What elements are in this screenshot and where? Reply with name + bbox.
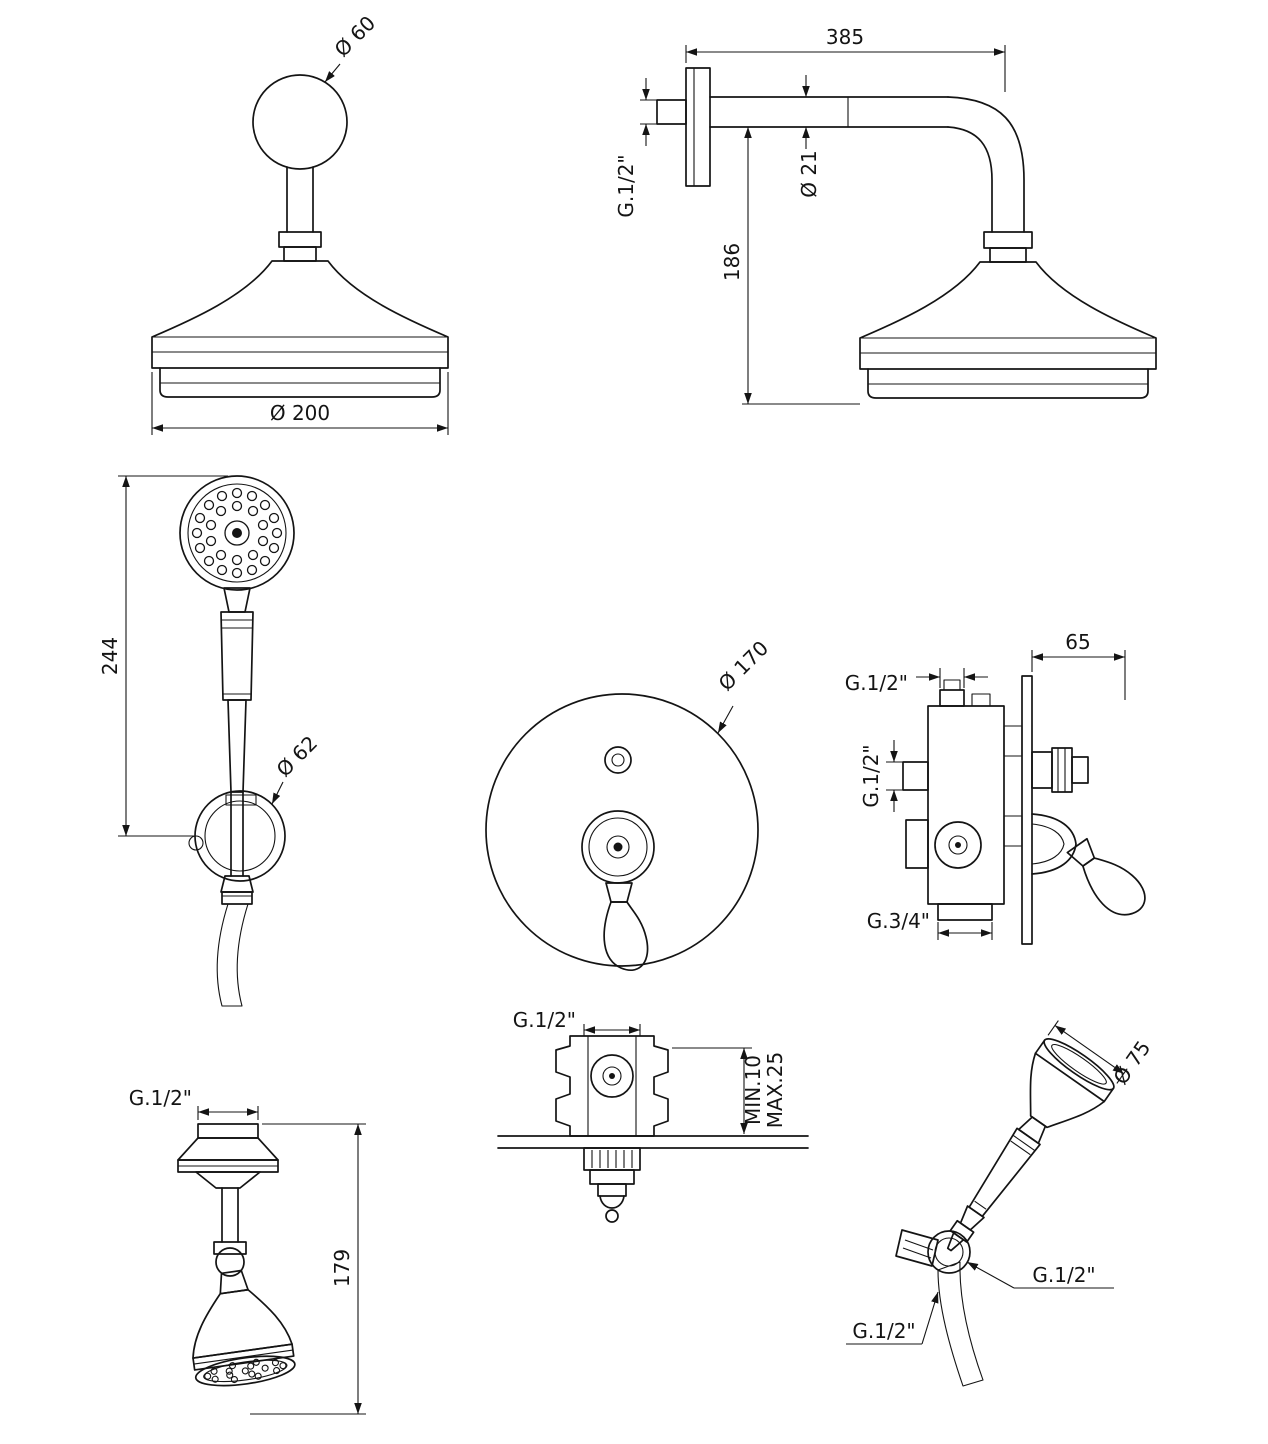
dim-label-wall-shower-thread: G.1/2": [129, 1086, 192, 1110]
view-stop-valve: G.1/2" MIN.10 MAX.25: [497, 1008, 809, 1223]
view-wall-shower: G.1/2" 179: [129, 1086, 366, 1415]
dim-label-flange-diameter: Ø 60: [330, 11, 381, 62]
dim-label-holder-thread-bracket: G.1/2": [1032, 1263, 1095, 1287]
wall-shower-nozzle-pattern: [204, 1358, 287, 1384]
view-mixer-front: Ø 170: [485, 636, 774, 971]
view-mixer-side: 65 G.1/2" G.1/2" G.3/4": [845, 630, 1146, 945]
dim-label-holder-thread-hose: G.1/2": [852, 1319, 915, 1343]
dim-label-mixer-depth: 65: [1065, 630, 1090, 654]
dim-label-valve-thread: G.1/2": [513, 1008, 576, 1032]
dim-label-drop-height: 186: [720, 243, 744, 281]
view-overhead-shower-front: Ø 60 Ø 200: [151, 11, 449, 435]
dim-label-wall-thread: G.1/2": [614, 154, 638, 217]
dim-label-mixer-thread-bottom: G.3/4": [867, 909, 930, 933]
dim-label-wall-min: MIN.10: [741, 1055, 765, 1125]
view-handshower-front: 244 Ø 62: [98, 475, 323, 1007]
dim-label-wall-shower-height: 179: [330, 1249, 354, 1287]
dim-label-head-diameter: Ø 200: [270, 401, 330, 425]
dim-label-mixer-thread-top: G.1/2": [845, 671, 908, 695]
dim-label-plate-diameter: Ø 170: [714, 636, 774, 696]
dim-label-arm-length: 385: [826, 25, 864, 49]
dim-label-holder-head-diameter: Ø 75: [1108, 1036, 1155, 1089]
view-handshower-holder: Ø 75 G.1/2" G.1/2": [846, 1020, 1155, 1387]
dim-label-bracket-diameter: Ø 62: [272, 731, 323, 782]
dim-label-handshower-length: 244: [98, 637, 122, 675]
handshower-nozzle-pattern: [191, 487, 283, 579]
view-overhead-shower-side: 385 G.1/2" Ø 21 186: [614, 25, 1157, 405]
dim-label-arm-diameter: Ø 21: [797, 150, 821, 198]
dim-label-mixer-thread-inlet: G.1/2": [859, 744, 883, 807]
dim-label-wall-max: MAX.25: [763, 1052, 787, 1128]
